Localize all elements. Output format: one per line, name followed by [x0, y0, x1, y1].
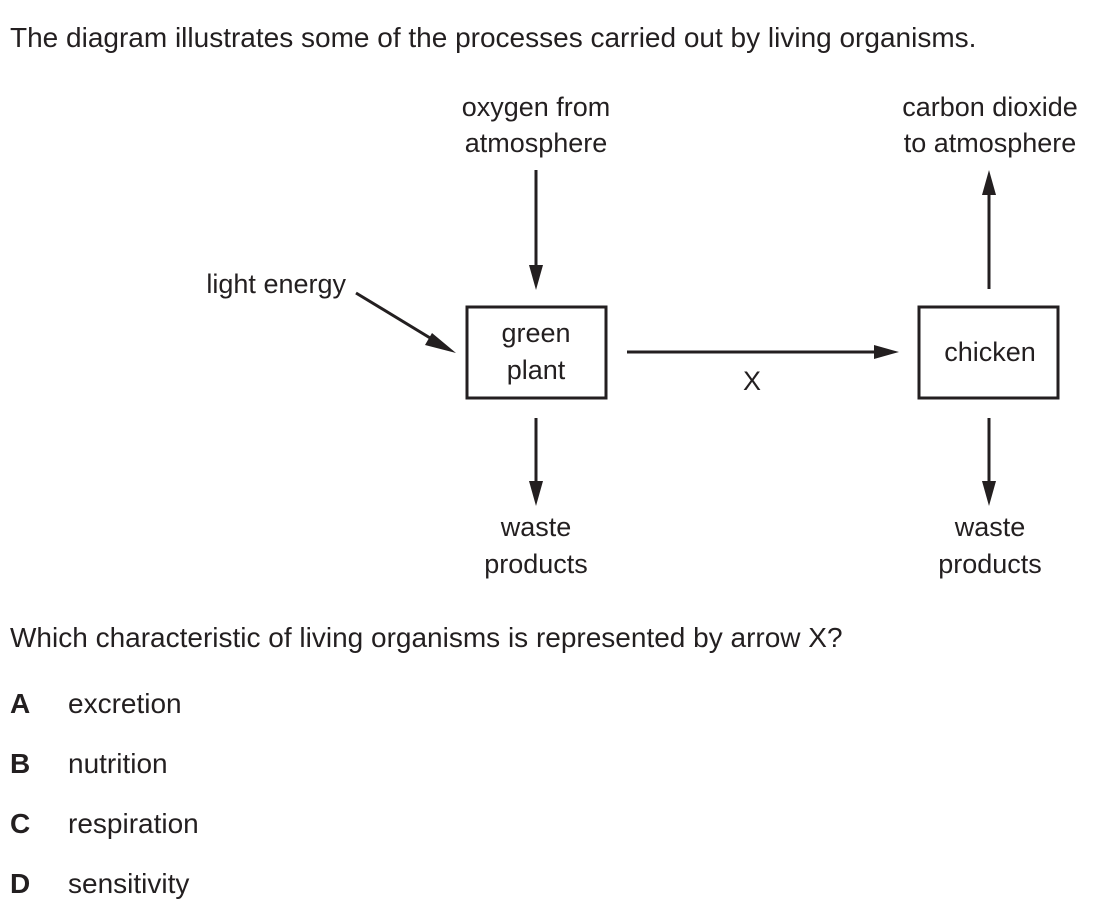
plant-waste-label-line1: waste: [500, 512, 572, 542]
intro-text: The diagram illustrates some of the proc…: [10, 22, 977, 53]
co2-label-line2: to atmosphere: [904, 128, 1077, 158]
option-a-letter: A: [10, 688, 31, 719]
chicken-waste-arrow: [982, 418, 996, 506]
green-plant-label-line2: plant: [507, 355, 566, 385]
plant-waste-label-line2: products: [484, 549, 588, 579]
green-plant-box: [465, 305, 608, 400]
option-d-letter: D: [10, 868, 31, 899]
light-energy-arrow: [355, 291, 456, 353]
green-plant-label-line1: green: [501, 318, 570, 348]
chicken-label: chicken: [944, 337, 1036, 367]
light-energy-label: light energy: [206, 269, 346, 299]
plant-waste-arrow: [529, 418, 543, 506]
oxygen-label-line2: atmosphere: [465, 128, 608, 158]
option-d-text: sensitivity: [68, 868, 190, 899]
co2-label-line1: carbon dioxide: [902, 92, 1078, 122]
option-c-text: respiration: [68, 808, 199, 839]
arrow-x-label: X: [743, 366, 761, 396]
oxygen-label-line1: oxygen from: [462, 92, 611, 122]
co2-arrow: [982, 170, 996, 289]
question-text: Which characteristic of living organisms…: [10, 622, 843, 653]
chicken-box: [917, 305, 1060, 400]
process-diagram: oxygen from atmosphere carbon dioxide to…: [206, 92, 1078, 579]
option-a-text: excretion: [68, 688, 182, 719]
oxygen-arrow: [529, 170, 543, 290]
option-b-text: nutrition: [68, 748, 168, 779]
arrow-x: [627, 345, 899, 359]
chicken-waste-label-line1: waste: [954, 512, 1026, 542]
option-c-letter: C: [10, 808, 31, 839]
option-b-letter: B: [10, 748, 31, 779]
chicken-waste-label-line2: products: [938, 549, 1042, 579]
